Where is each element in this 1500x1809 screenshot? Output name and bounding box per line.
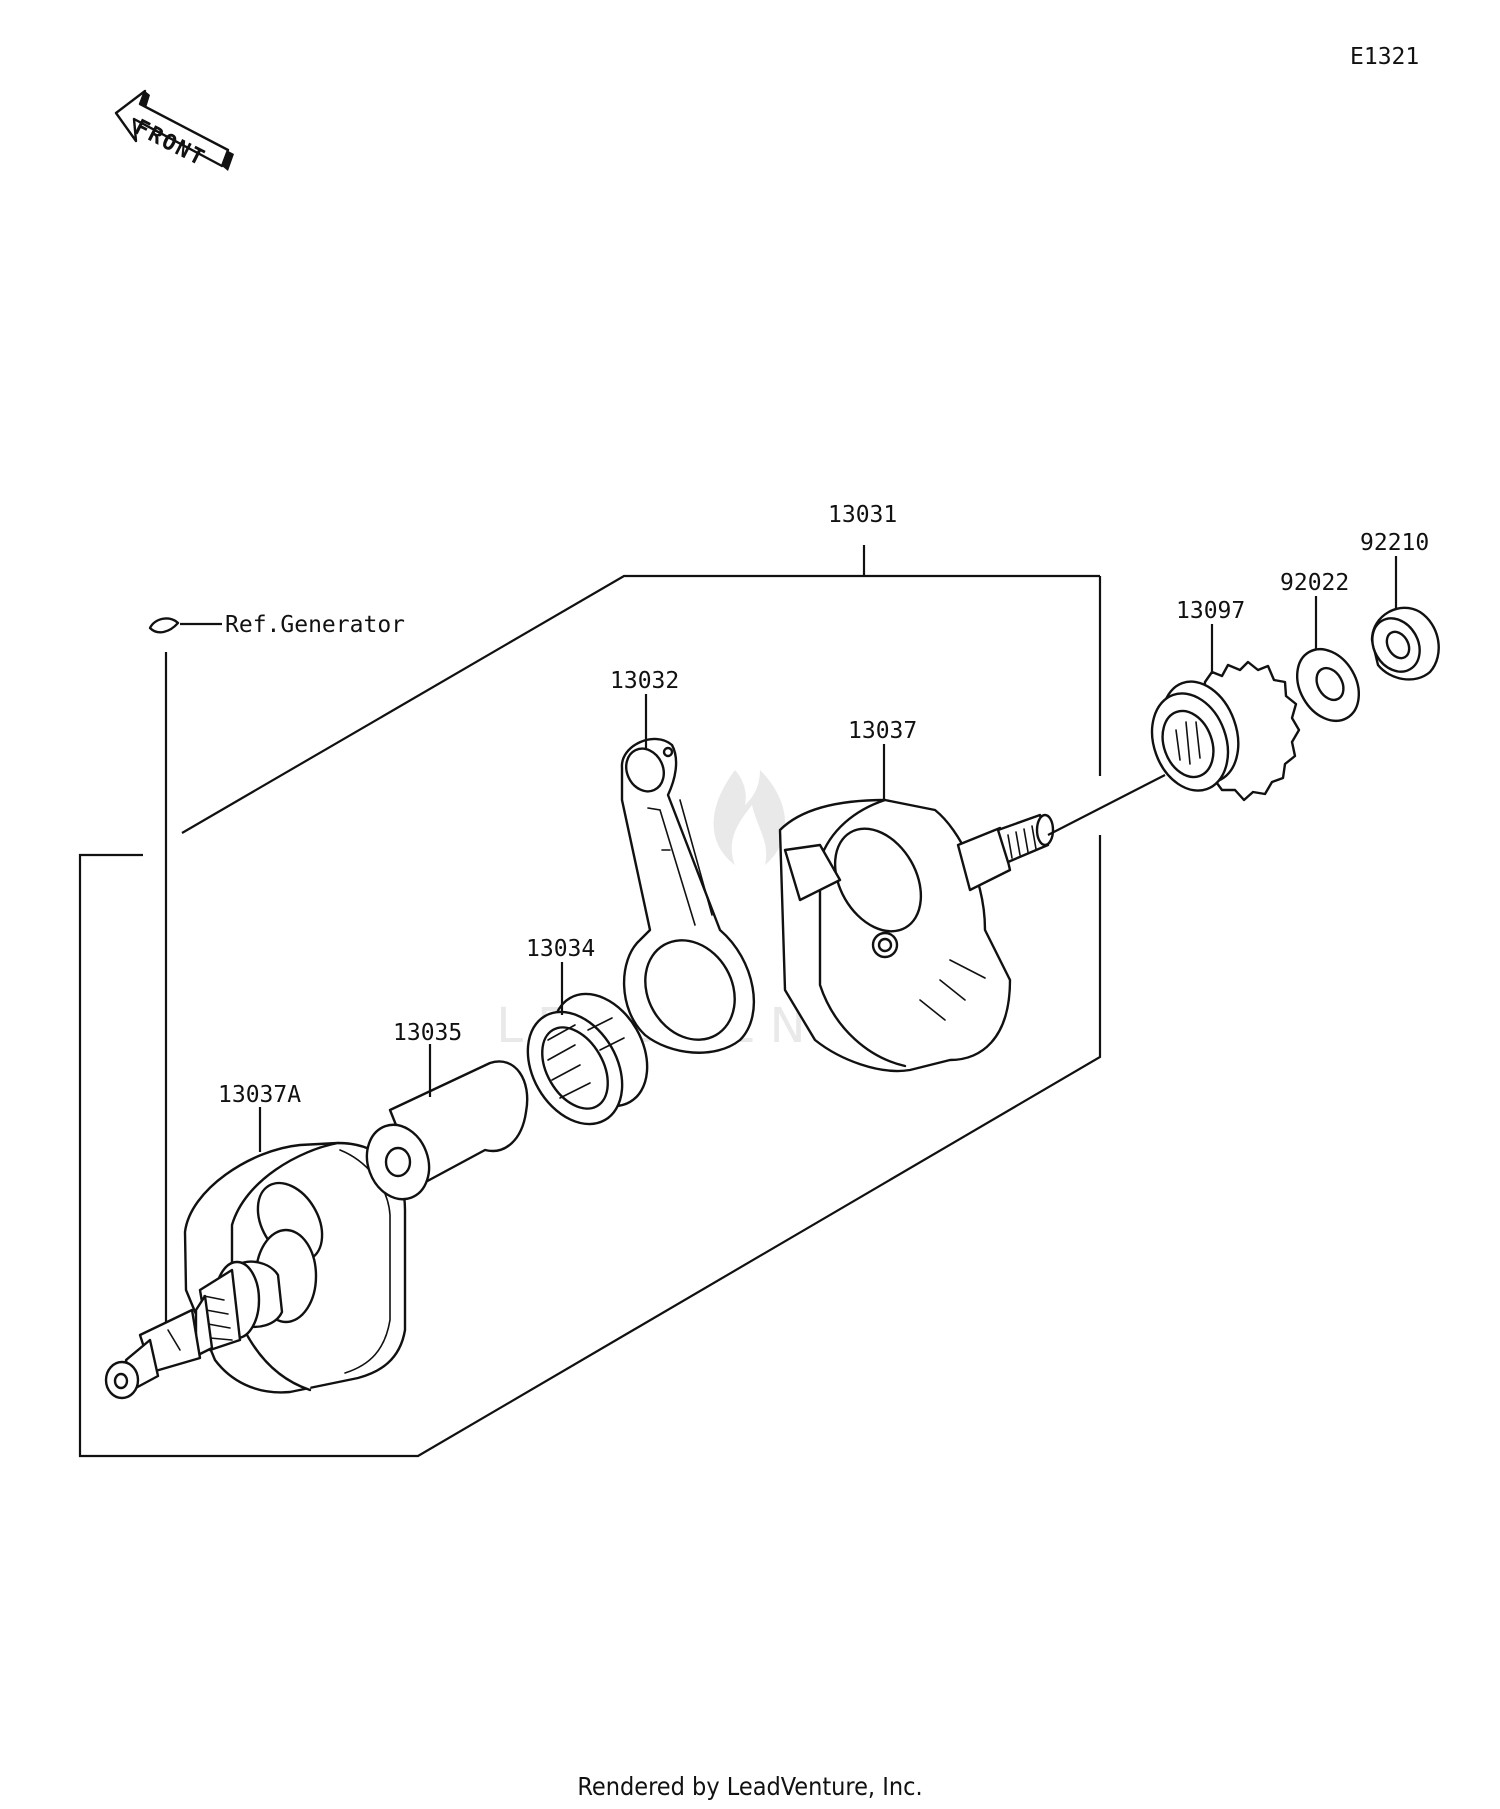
connecting-rod-part — [620, 737, 755, 1054]
assembly-bracket — [78, 545, 1102, 1458]
callout-13034: 13034 — [526, 936, 595, 962]
callout-13097: 13097 — [1176, 598, 1245, 624]
nut-part — [1370, 606, 1440, 681]
needle-bearing-part — [526, 992, 649, 1126]
crankshaft-left-part — [104, 1141, 407, 1400]
callout-13037: 13037 — [848, 718, 917, 744]
callout-92022: 92022 — [1280, 570, 1349, 596]
gear-part — [1150, 660, 1301, 802]
washer-part — [1295, 648, 1361, 722]
crankshaft-right-part — [778, 798, 1055, 1073]
callout-13031: 13031 — [828, 502, 897, 528]
ref-note: Ref.Generator — [225, 612, 405, 638]
crank-pin-part — [365, 1060, 529, 1201]
footer-credit: Rendered by LeadVenture, Inc. — [577, 1772, 922, 1801]
callout-13035: 13035 — [393, 1020, 462, 1046]
callout-92210: 92210 — [1360, 530, 1429, 556]
diagram-id: E1321 — [1350, 44, 1419, 70]
callout-13037A: 13037A — [218, 1082, 301, 1108]
front-arrow-icon: FRONT — [114, 89, 234, 172]
callout-13032: 13032 — [610, 668, 679, 694]
woodruff-key — [148, 617, 222, 1343]
